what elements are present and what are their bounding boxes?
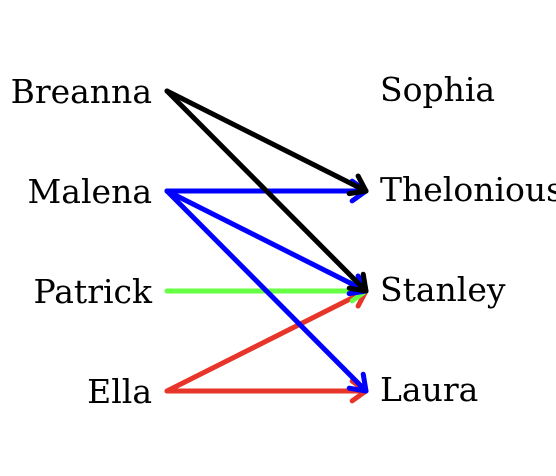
edge-line bbox=[164, 88, 369, 194]
arrowhead bbox=[346, 173, 369, 197]
edge-line bbox=[164, 188, 369, 294]
edge-ella-to-stanley bbox=[164, 285, 369, 394]
arrowhead bbox=[346, 271, 369, 294]
right-node-sophia: Sophia bbox=[380, 70, 495, 109]
edges-layer bbox=[164, 88, 369, 404]
right-node-stanley: Stanley bbox=[380, 270, 506, 309]
labels-layer: Breanna Malena Patrick Ella Sophia Thelo… bbox=[11, 70, 556, 411]
edge-ella-to-laura bbox=[164, 378, 369, 404]
edge-line bbox=[164, 288, 369, 394]
left-node-ella: Ella bbox=[87, 372, 152, 411]
edge-malena-to-stanley bbox=[164, 188, 369, 297]
left-node-breanna: Breanna bbox=[11, 72, 152, 111]
edge-line bbox=[164, 88, 369, 294]
right-node-laura: Laura bbox=[380, 370, 478, 409]
edge-breanna-to-stanley bbox=[164, 88, 369, 294]
arrowhead bbox=[346, 371, 369, 394]
left-node-malena: Malena bbox=[28, 172, 152, 211]
left-node-patrick: Patrick bbox=[34, 272, 153, 311]
edge-malena-to-laura bbox=[164, 188, 369, 394]
edge-line bbox=[164, 188, 369, 394]
right-node-thelonious: Thelonious bbox=[380, 170, 556, 209]
edge-breanna-to-thelonious bbox=[164, 88, 369, 197]
